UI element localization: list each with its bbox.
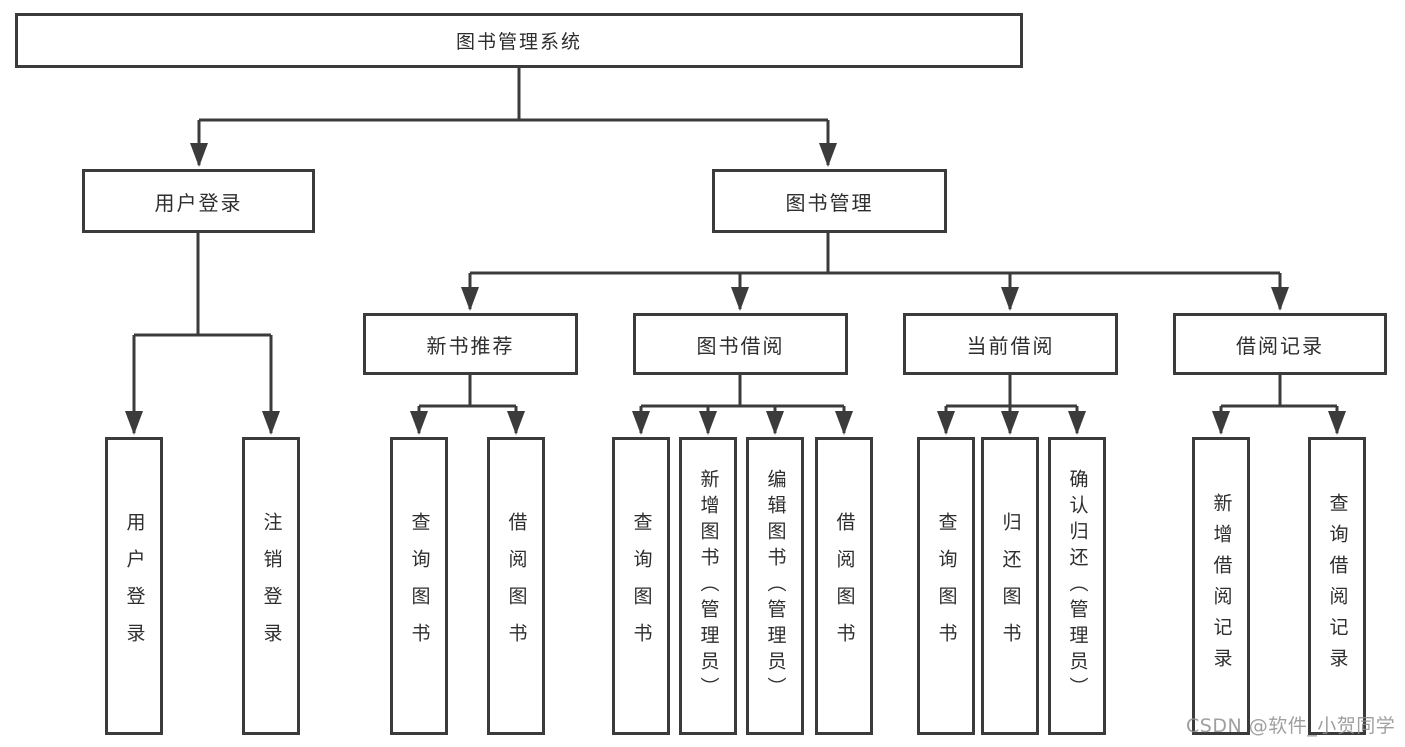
leaf-user-login: 用户登录 (105, 437, 163, 735)
node-library-management-system: 图书管理系统 (15, 13, 1023, 68)
node-user-login: 用户登录 (82, 169, 315, 233)
leaf-logout: 注销登录 (242, 437, 300, 735)
leaf-records-add-record: 新增借阅记录 (1192, 437, 1250, 735)
leaf-records-query-record: 查询借阅记录 (1308, 437, 1366, 735)
node-borrow-records: 借阅记录 (1173, 313, 1387, 375)
leaf-borrow-add-books-admin: 新增图书（管理员） (679, 437, 737, 735)
leaf-current-return-books: 归还图书 (981, 437, 1039, 735)
csdn-watermark: CSDN @软件_小贺同学 (1186, 715, 1396, 737)
leaf-borrow-borrow-books: 借阅图书 (815, 437, 873, 735)
leaf-borrow-query-books: 查询图书 (612, 437, 670, 735)
node-book-borrow: 图书借阅 (633, 313, 848, 375)
leaf-borrow-edit-books-admin: 编辑图书（管理员） (746, 437, 804, 735)
leaf-current-query-books: 查询图书 (917, 437, 975, 735)
node-new-book-recommend: 新书推荐 (363, 313, 578, 375)
leaf-recommend-query-books: 查询图书 (390, 437, 448, 735)
leaf-current-confirm-return-admin: 确认归还（管理员） (1048, 437, 1106, 735)
node-book-management: 图书管理 (712, 169, 947, 233)
leaf-recommend-borrow-books: 借阅图书 (487, 437, 545, 735)
node-current-borrow: 当前借阅 (903, 313, 1118, 375)
